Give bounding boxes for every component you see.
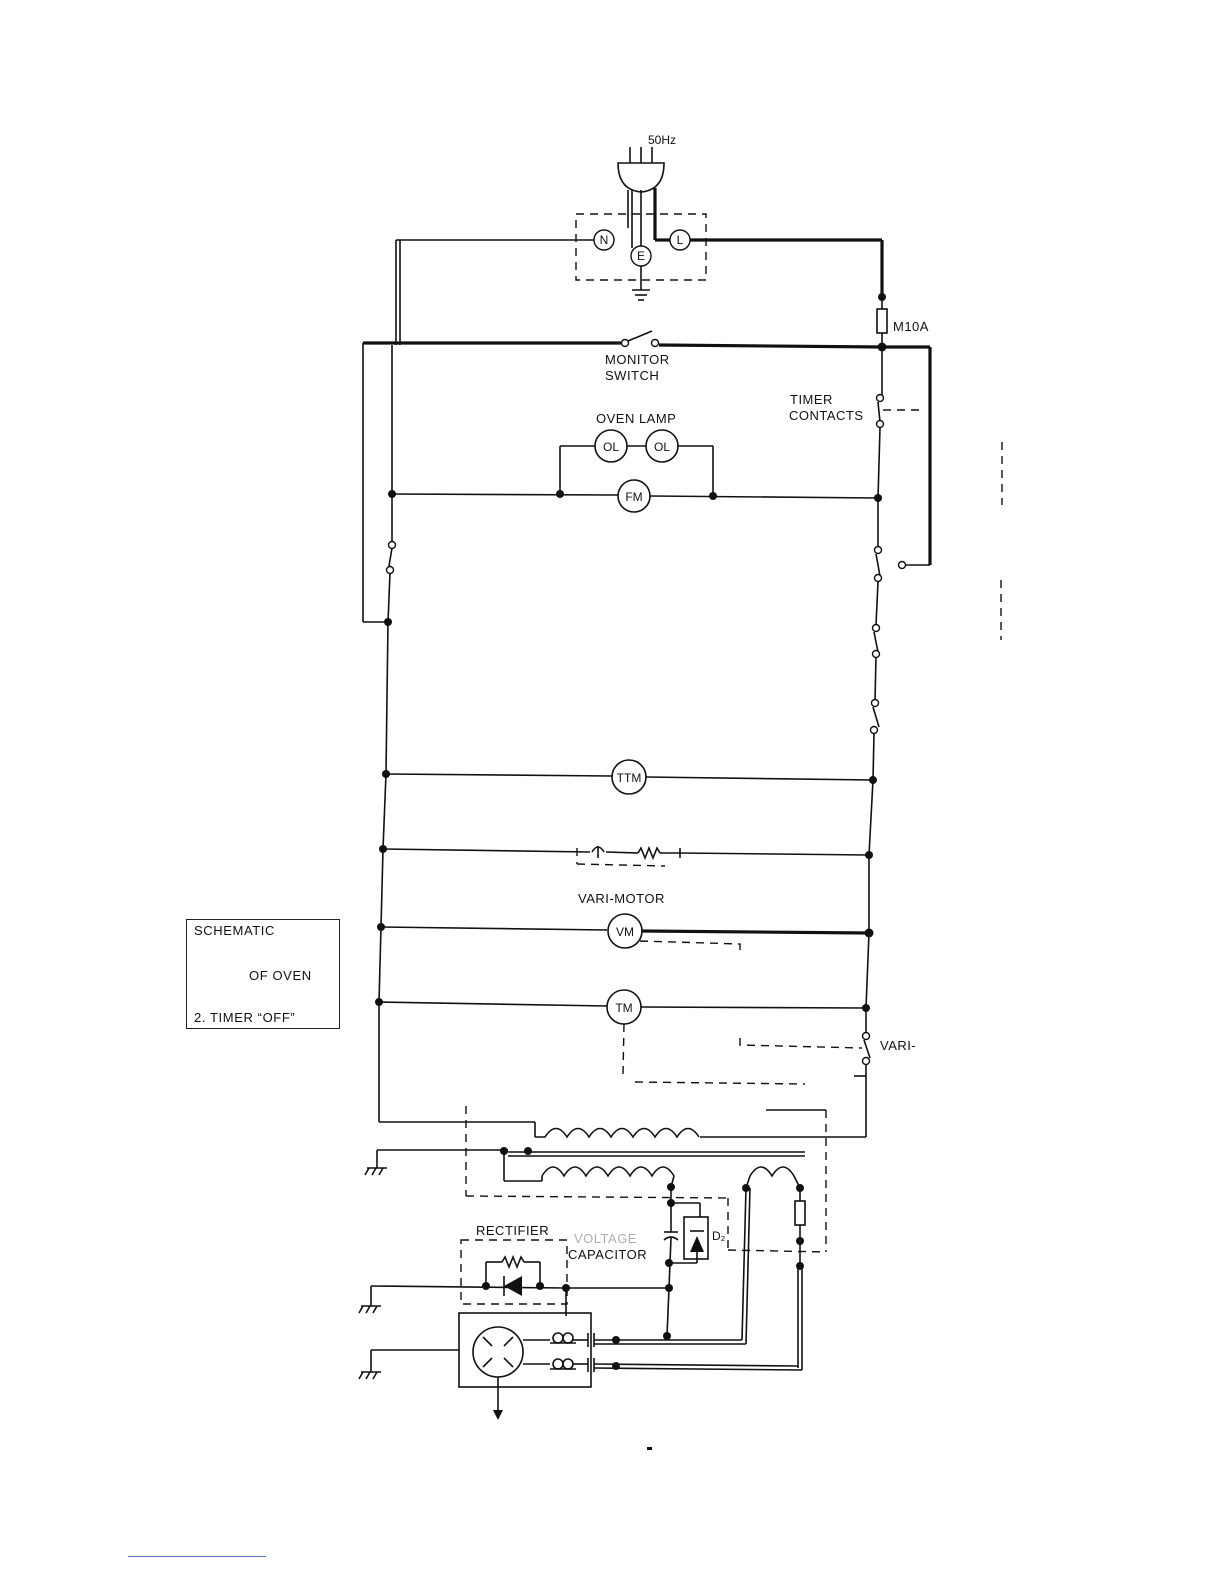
svg-text:OL: OL — [654, 440, 670, 454]
voltage-label: VOLTAGE — [574, 1231, 637, 1246]
fuse-label: M10A — [893, 319, 929, 334]
svg-text:CONTACTS: CONTACTS — [789, 408, 864, 423]
power-plug: 50Hz — [618, 133, 676, 192]
schematic-legend-box: SCHEMATIC OF OVEN 2. TIMER “OFF” — [186, 919, 340, 1029]
oven-lamp-label: OVEN LAMP — [596, 411, 676, 426]
vari-motor-label: VARI-MOTOR — [578, 891, 665, 906]
timer-contacts: TIMER CONTACTS — [789, 392, 864, 423]
svg-text:E: E — [637, 249, 645, 263]
monitor-switch: MONITOR SWITCH — [605, 352, 670, 383]
fuse-m10a — [877, 309, 887, 333]
hv-transformer — [508, 1122, 805, 1176]
frequency-label: 50Hz — [648, 133, 676, 147]
svg-text:N: N — [600, 233, 609, 247]
legend-subtitle: OF OVEN — [249, 968, 312, 983]
svg-text:VM: VM — [616, 925, 634, 939]
svg-text:TTM: TTM — [617, 771, 642, 785]
svg-text:FM: FM — [625, 490, 642, 504]
hv-fuse — [795, 1201, 805, 1225]
svg-text:SWITCH: SWITCH — [605, 368, 659, 383]
diode-d2: D₂ — [669, 1203, 726, 1263]
svg-text:D₂: D₂ — [712, 1229, 726, 1243]
rectifier — [461, 1240, 567, 1304]
svg-text:OL: OL — [603, 440, 619, 454]
capacitor-label: CAPACITOR — [568, 1247, 647, 1262]
rectifier-label: RECTIFIER — [476, 1223, 549, 1238]
resistor — [638, 848, 660, 858]
svg-text:TM: TM — [615, 1001, 632, 1015]
svg-text:L: L — [677, 233, 684, 247]
vari-label: VARI- — [880, 1038, 916, 1053]
magnetron — [459, 1313, 594, 1420]
earth-ground-icon — [632, 266, 650, 300]
svg-text:MONITOR: MONITOR — [605, 352, 670, 367]
legend-title: SCHEMATIC — [194, 923, 275, 938]
bottom-link-underline[interactable] — [128, 1556, 266, 1557]
legend-state: 2. TIMER “OFF” — [194, 1010, 295, 1025]
svg-text:TIMER: TIMER — [790, 392, 833, 407]
